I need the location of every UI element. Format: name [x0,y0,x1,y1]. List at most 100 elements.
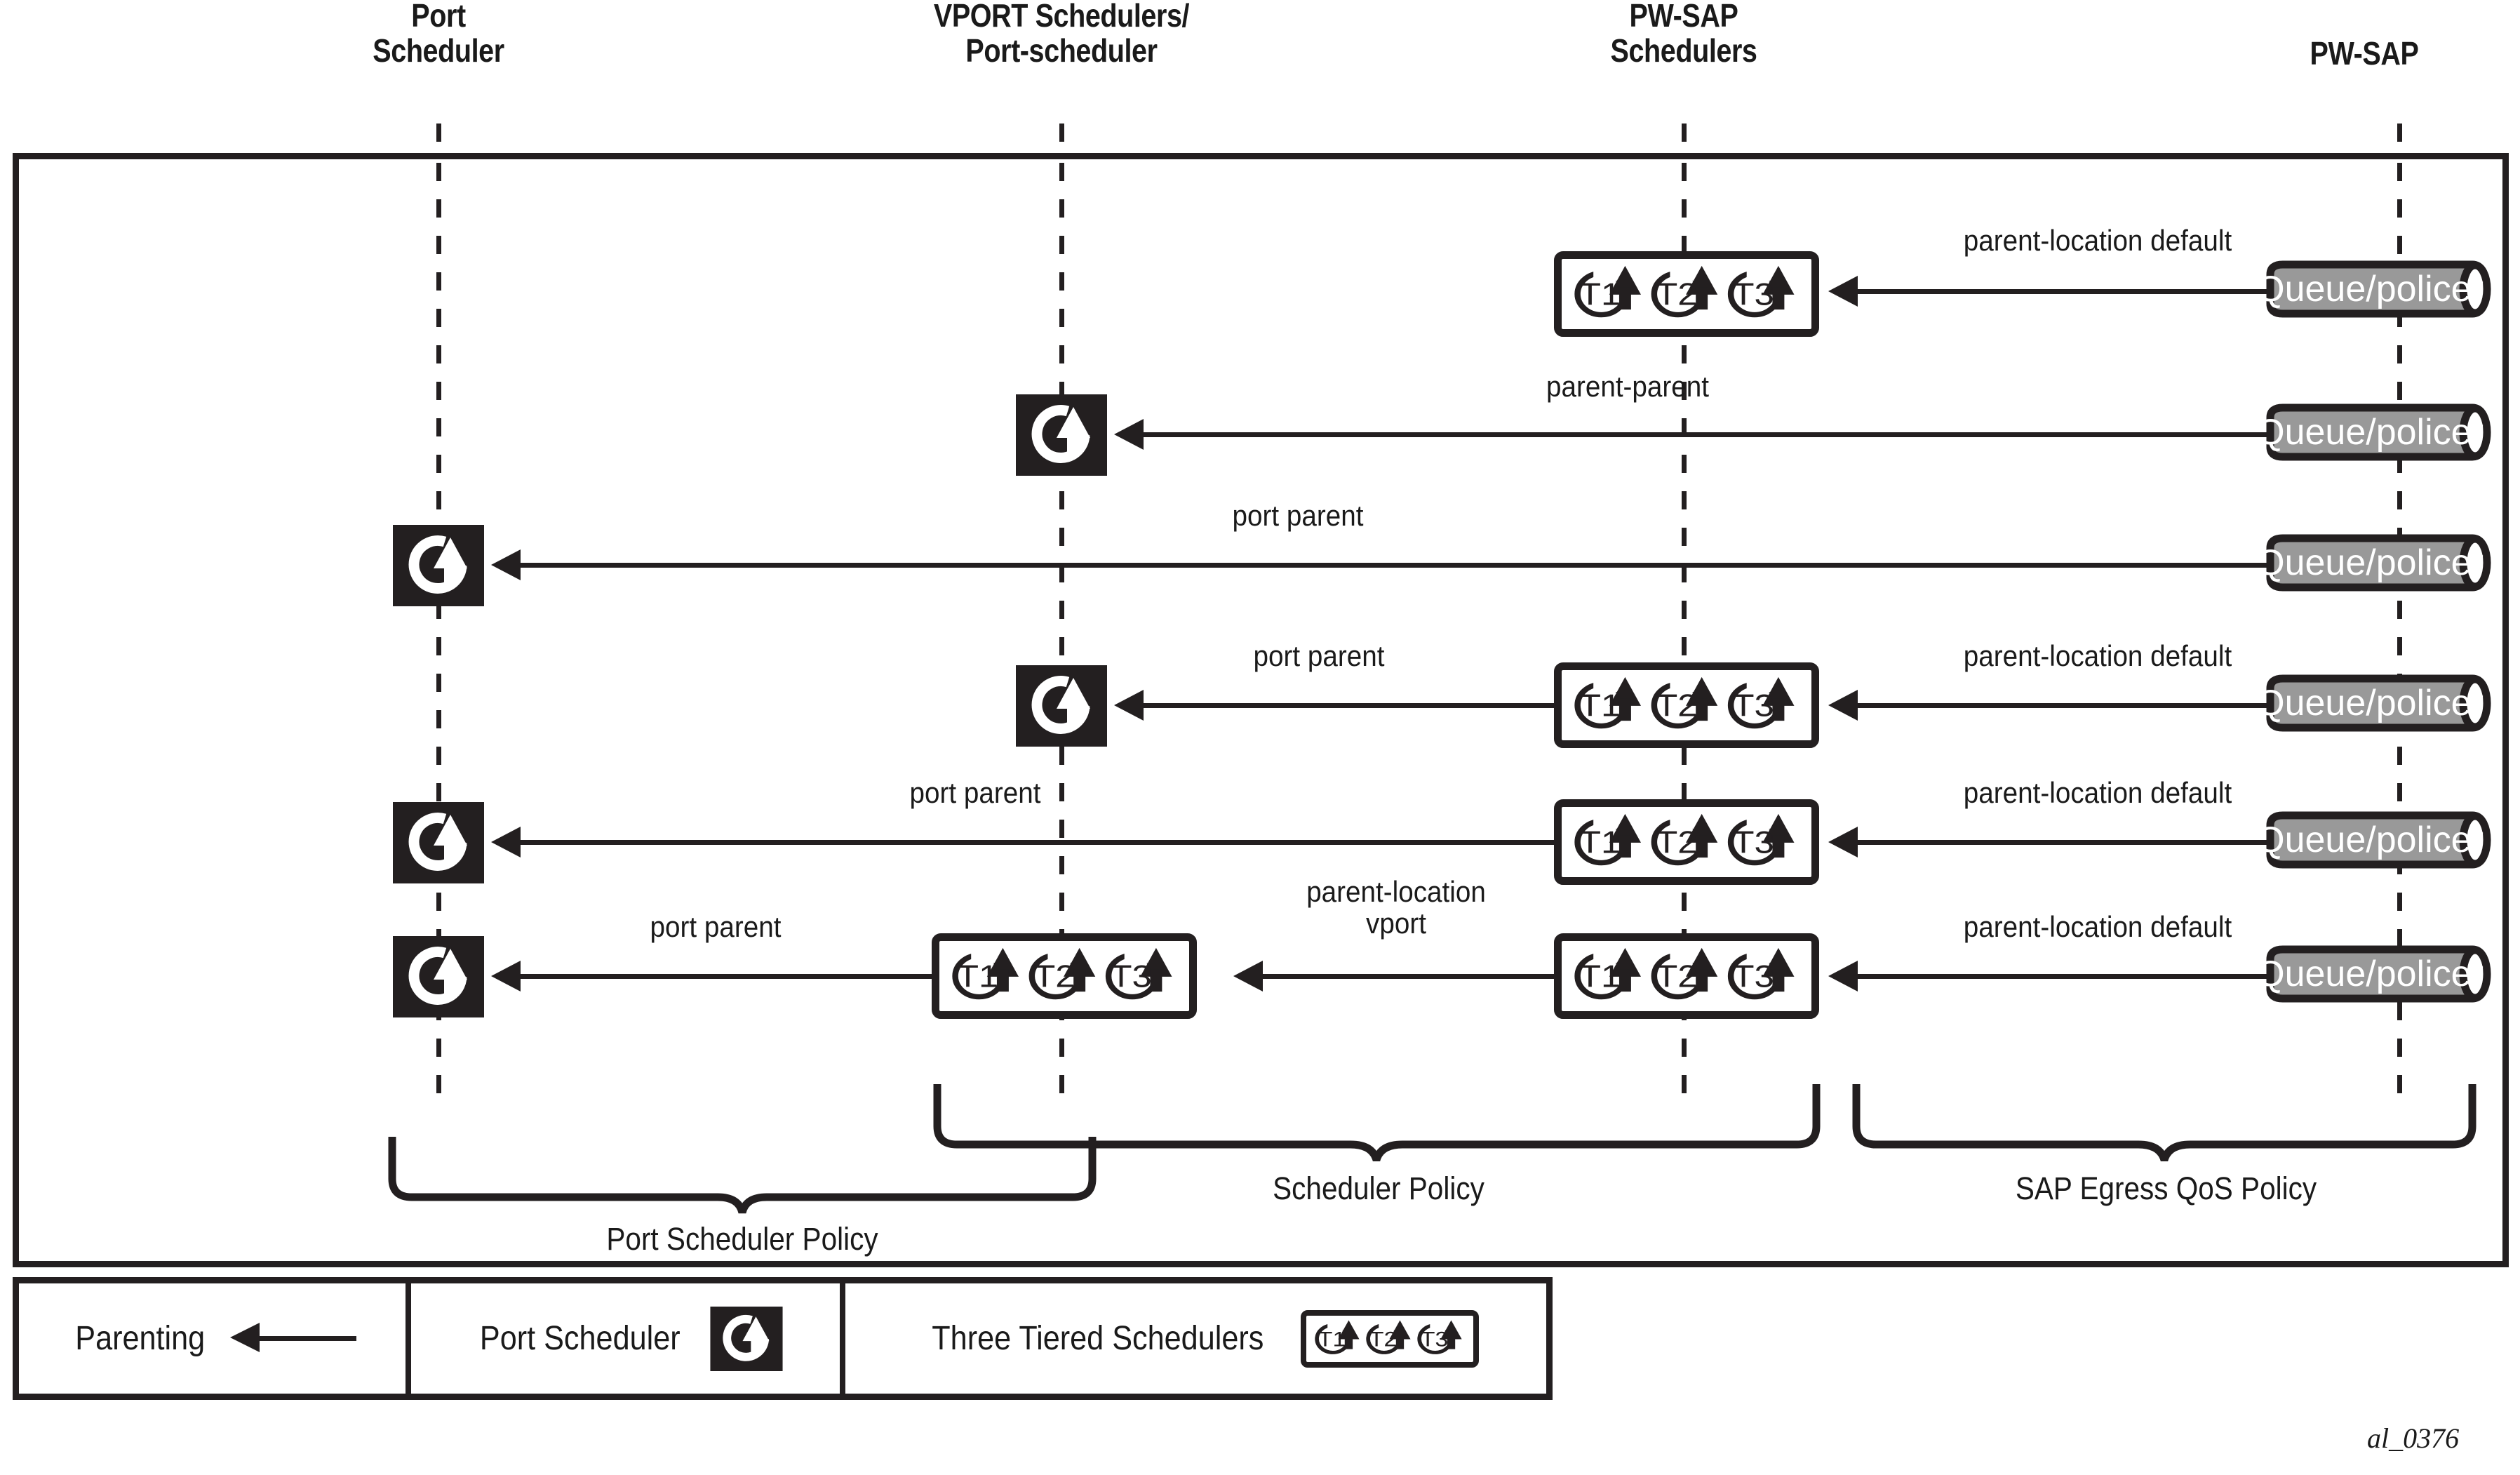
curly-brace-icon [1852,1084,2477,1161]
arrow-head-row-4-right [1828,690,1858,721]
svg-text:Queue/policer: Queue/policer [2265,542,2484,583]
three-tier-scheduler-icon: T1 T2 T3 [1574,265,1795,318]
queue-policer-row-5[interactable]: Queue/policer [2265,811,2496,869]
arrow-line-row-1-queue-to-sched [1858,289,2353,294]
svg-text:T3: T3 [1732,278,1774,312]
arrow-head-row-1 [1828,276,1858,307]
three-tier-scheduler-row-6[interactable]: T1 T2 T3 [1554,933,1819,1019]
port-scheduler-row-3[interactable] [393,525,484,606]
svg-text:Queue/policer: Queue/policer [2265,412,2484,453]
svg-text:T1: T1 [1579,826,1621,860]
edge-label-row-4-port-parent: port parent [1253,639,1385,672]
svg-text:T3: T3 [1420,1327,1448,1350]
left-arrow-icon [230,1322,357,1353]
svg-text:T1: T1 [1579,689,1621,723]
figure-credit: al_0376 [2367,1422,2460,1454]
arrow-head-row-6-right [1828,961,1858,992]
edge-label-row-4-parent-location-default: parent-location default [1963,639,2232,672]
svg-text:Queue/policer: Queue/policer [2265,820,2484,860]
column-guide-port-scheduler [436,163,441,1096]
column-header-pwsap-schedulers: PW-SAP Schedulers [1610,0,1757,69]
edge-label-row-1-parent-location-default: parent-location default [1963,224,2232,257]
arrow-line-row-4-queue-to-sched [1858,703,2353,708]
three-tier-scheduler-icon: T1 T2 T3 [952,947,1172,1000]
svg-text:T1: T1 [1579,278,1621,312]
brace-label-sap-egress-qos-policy: SAP Egress QoS Policy [2015,1170,2317,1206]
arrow-head-row-3 [491,549,521,580]
column-header-pwsap: PW-SAP [2310,35,2419,72]
queue-policer-icon: Queue/policer [2265,403,2491,461]
arrow-line-row-4-sched-to-vport [1144,703,1555,708]
edge-label-row-5-parent-location-default: parent-location default [1963,776,2232,809]
three-tier-scheduler-icon: T1 T2 T3 [1574,813,1795,866]
legend-item-parenting: Parenting [19,1283,412,1394]
svg-text:T2: T2 [1656,278,1697,312]
edge-label-row-6-parent-location-vport: parent-location vport [1306,875,1486,940]
svg-text:T2: T2 [1033,960,1075,994]
column-guide-pwsap-sched [1682,163,1687,1096]
arrow-head-row-6-left [491,961,521,992]
arrow-head-row-2 [1114,419,1144,450]
column-guide-port-scheduler-top [436,124,441,154]
arrow-head-row-4-left [1114,690,1144,721]
column-guide-pwsap-top [2397,124,2402,154]
brace-port-scheduler-policy [388,1137,1097,1214]
arrow-line-row-6-vport-to-port [521,974,932,979]
port-scheduler-row-6[interactable] [393,936,484,1017]
legend-box: Parenting Port Scheduler Three Tiered Sc… [13,1277,1553,1400]
legend-label-parenting: Parenting [75,1320,206,1357]
port-scheduler-row-2[interactable] [1016,394,1107,476]
queue-policer-icon: Queue/policer [2265,534,2491,592]
arrow-line-row-5-sched-to-port [521,840,1555,845]
svg-text:T1: T1 [957,960,998,994]
svg-text:Queue/policer: Queue/policer [2265,269,2484,309]
curly-brace-icon [388,1137,1097,1214]
legend-label-three-tiered-schedulers: Three Tiered Schedulers [932,1320,1264,1357]
queue-policer-icon: Queue/policer [2265,674,2491,732]
column-guide-vport [1059,163,1064,1096]
column-guide-pwsap-sched-top [1682,124,1687,154]
port-scheduler-icon [710,1306,783,1371]
arrow-line-row-2 [1144,432,2353,437]
port-scheduler-icon [393,802,484,883]
svg-text:T1: T1 [1579,960,1621,994]
brace-label-scheduler-policy: Scheduler Policy [1273,1170,1484,1206]
port-scheduler-icon [1016,394,1107,476]
queue-policer-icon: Queue/policer [2265,260,2491,318]
arrow-line-row-6-sched-to-vport [1263,974,1555,979]
edge-label-row-5-port-parent: port parent [909,776,1041,809]
svg-text:T2: T2 [1656,960,1697,994]
svg-text:T3: T3 [1732,960,1774,994]
svg-text:T3: T3 [1732,826,1774,860]
svg-text:T3: T3 [1110,960,1151,994]
port-scheduler-row-5[interactable] [393,802,484,883]
column-header-port-scheduler: Port Scheduler [373,0,504,69]
arrow-line-row-3 [521,563,2353,568]
queue-policer-row-3[interactable]: Queue/policer [2265,534,2496,592]
column-guide-vport-top [1059,124,1064,154]
port-scheduler-icon [393,525,484,606]
queue-policer-row-4[interactable]: Queue/policer [2265,674,2496,732]
svg-text:T2: T2 [1656,826,1697,860]
diagram-frame [13,153,2509,1267]
port-scheduler-icon [1016,665,1107,747]
queue-policer-row-2[interactable]: Queue/policer [2265,403,2496,461]
column-header-vport-schedulers: VPORT Schedulers/ Port-scheduler [933,0,1190,69]
queue-policer-row-1[interactable]: Queue/policer [2265,260,2496,318]
svg-text:T1: T1 [1318,1327,1346,1350]
three-tier-scheduler-row-1[interactable]: T1 T2 T3 [1554,251,1819,337]
port-scheduler-row-4[interactable] [1016,665,1107,747]
edge-label-row-6-port-parent: port parent [650,910,782,943]
brace-scheduler-policy [933,1084,1821,1161]
edge-label-row-3-port-parent: port parent [1232,499,1364,532]
three-tier-scheduler-row-5[interactable]: T1 T2 T3 [1554,799,1819,885]
svg-text:Queue/policer: Queue/policer [2265,954,2484,994]
edge-label-row-2-parent-parent: parent-parent [1546,370,1709,403]
svg-text:T2: T2 [1656,689,1697,723]
three-tier-scheduler-vport-row-6[interactable]: T1 T2 T3 [932,933,1197,1019]
queue-policer-row-6[interactable]: Queue/policer [2265,945,2496,1003]
curly-brace-icon [933,1084,1821,1161]
